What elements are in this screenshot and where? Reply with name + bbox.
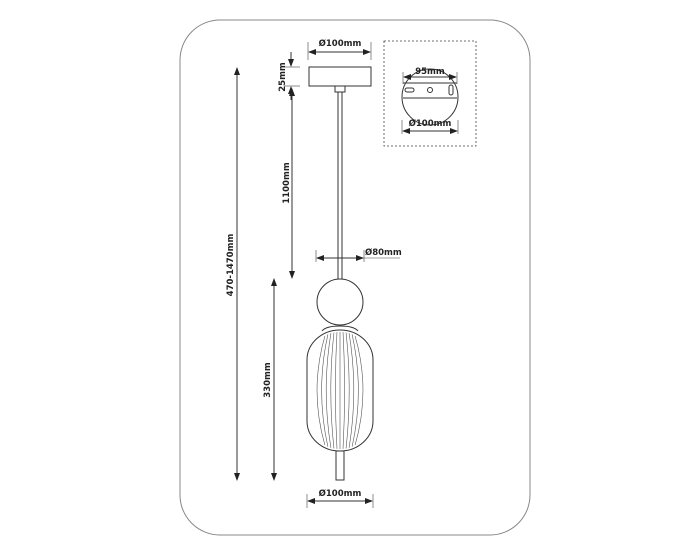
- dim-label: Ø100mm: [409, 118, 452, 129]
- dim-label: 95mm: [415, 67, 445, 77]
- dim-label: 1100mm: [282, 162, 292, 204]
- shade-rib: [342, 332, 345, 449]
- shade-rib: [345, 332, 350, 449]
- shade-rib: [316, 335, 326, 446]
- shade-rib: [330, 332, 335, 449]
- mount-detail-inset: 95mm Ø100mm: [383, 40, 477, 147]
- dim-shade-height: 330mm: [263, 278, 277, 481]
- shade-cap: [321, 325, 359, 332]
- dim-label: Ø100mm: [319, 38, 362, 49]
- dim-label: 25mm: [278, 62, 288, 92]
- dim-ball-diameter: Ø80mm: [315, 247, 402, 262]
- canopy-neck: [334, 85, 346, 93]
- shade-rib: [354, 335, 364, 446]
- dim-total-height: 470-1470mm: [226, 67, 240, 481]
- shade-rib: [335, 332, 338, 449]
- dim-canopy-diameter: Ø100mm: [307, 38, 372, 60]
- glass-ball: [316, 278, 364, 326]
- shade-rib: [351, 334, 359, 447]
- drawing-frame: [179, 19, 531, 536]
- shade-rib: [348, 333, 355, 448]
- shade-rib: [325, 333, 332, 448]
- dim-shade-diameter: Ø100mm: [306, 488, 374, 508]
- bottom-stem: [335, 450, 345, 481]
- dim-label: Ø100mm: [319, 488, 362, 499]
- dim-label: 330mm: [263, 362, 273, 398]
- dim-label: 470-1470mm: [226, 234, 236, 297]
- shade-rib: [321, 334, 329, 447]
- dim-cable-length: 1100mm: [282, 88, 295, 279]
- dim-label: Ø80mm: [365, 247, 402, 258]
